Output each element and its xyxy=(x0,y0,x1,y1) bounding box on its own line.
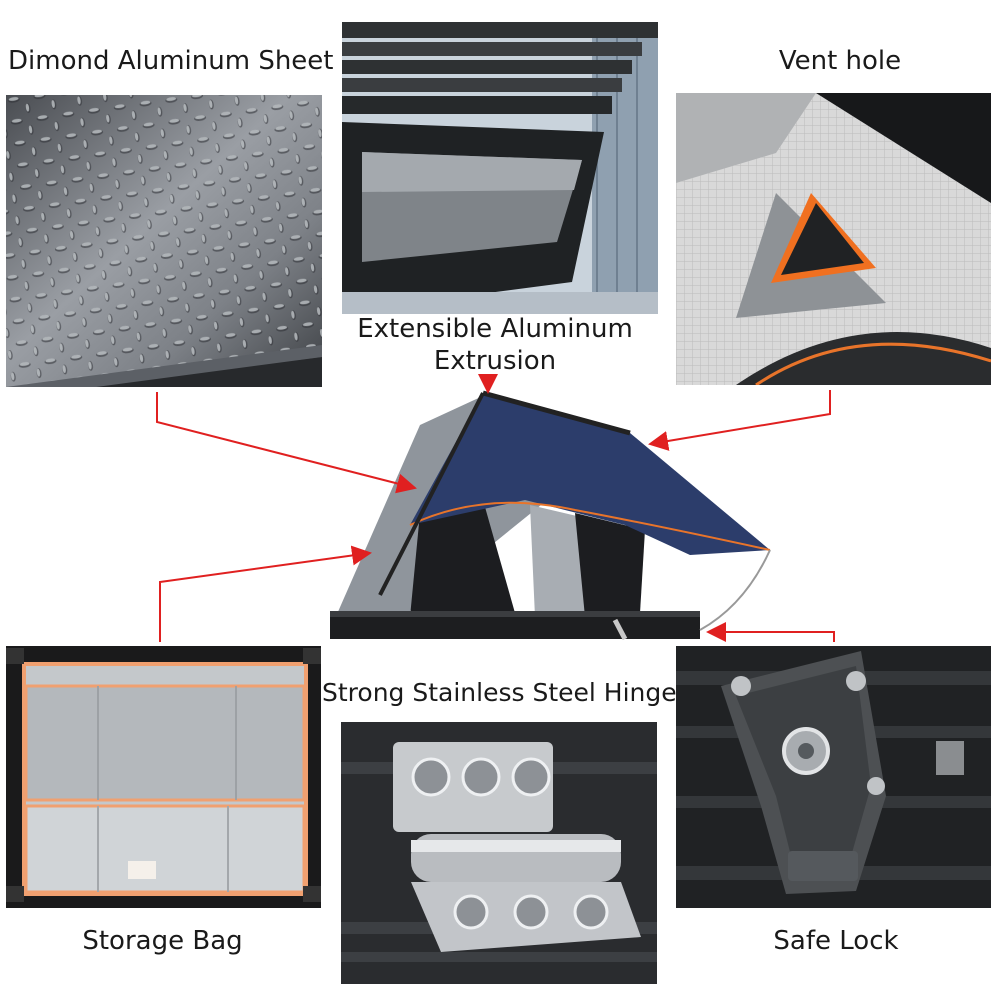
photo-stainless-hinge xyxy=(341,722,657,984)
label-vent-hole: Vent hole xyxy=(778,46,902,76)
label-extrusion: Extrusion xyxy=(433,346,557,376)
photo-safe-lock xyxy=(676,646,991,908)
label-extensible-aluminum: Extensible Aluminum xyxy=(357,314,633,344)
photo-diamond-aluminum-sheet xyxy=(6,95,322,387)
label-storage-bag: Storage Bag xyxy=(82,926,243,956)
label-safe-lock: Safe Lock xyxy=(773,926,899,956)
photo-aluminum-extrusion xyxy=(342,22,658,314)
label-dimond-aluminum-sheet: Dimond Aluminum Sheet xyxy=(8,46,334,76)
photo-rooftop-tent xyxy=(325,385,775,655)
photo-storage-bag xyxy=(6,646,321,908)
label-stainless-steel-hinge: Strong Stainless Steel Hinge xyxy=(322,678,677,707)
photo-vent-hole xyxy=(676,93,991,385)
